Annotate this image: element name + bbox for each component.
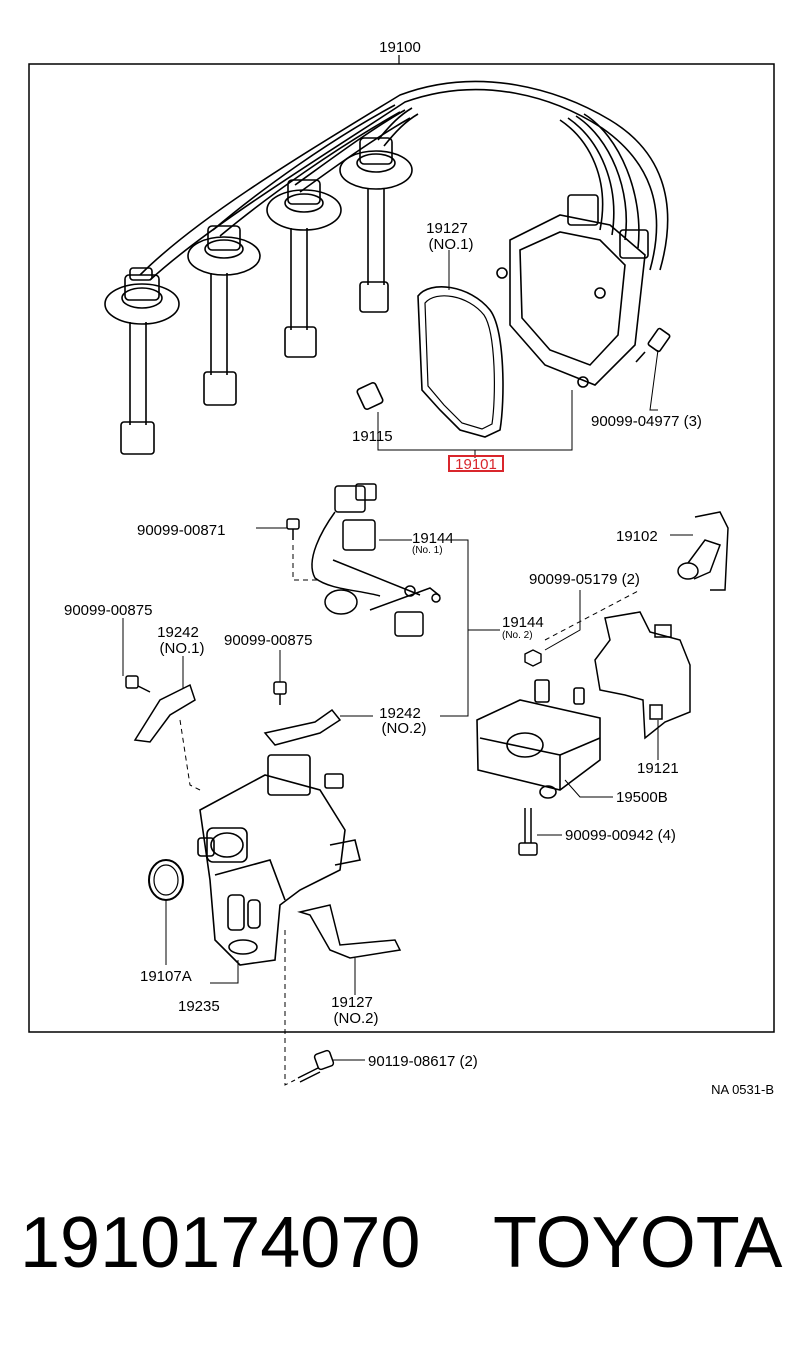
label-19235: 19235 (178, 998, 220, 1015)
part-number: 1910174070 (20, 1203, 421, 1283)
gasket-no2 (297, 904, 402, 959)
label-19500b: 19500B (616, 789, 668, 806)
label-19121: 19121 (637, 760, 679, 777)
label-19127-no2-suffix: (NO.2) (334, 1010, 379, 1027)
label-19242-no1: 19242 (157, 624, 199, 641)
label-19242-no2: 19242 (379, 705, 421, 722)
label-90099-05179: 90099-05179 (2) (529, 571, 640, 588)
label-19107a: 19107A (140, 968, 192, 985)
label-19115: 19115 (352, 428, 393, 445)
label-19101-highlighted[interactable]: 19101 (455, 456, 497, 473)
harness-bolt (256, 518, 300, 540)
sensor-harness (311, 483, 441, 637)
brand-name: TOYOTA (493, 1203, 783, 1283)
label-19102: 19102 (616, 528, 658, 545)
label-19144-no1-suffix: (No. 1) (412, 545, 443, 556)
label-19127-no1-suffix: (NO.1) (429, 236, 474, 253)
ignition-wire-set (104, 80, 669, 455)
coil-bolt (518, 808, 562, 856)
label-19144-no1: 19144 (412, 530, 454, 547)
rotor (356, 381, 384, 411)
label-90099-00875-b: 90099-00875 (224, 632, 312, 649)
label-19242-no1-suffix: (NO.1) (160, 640, 205, 657)
bracket-no2 (263, 708, 342, 746)
label-90099-00871: 90099-00871 (137, 522, 225, 539)
cap-screw (635, 327, 671, 363)
label-90099-00942: 90099-00942 (4) (565, 827, 676, 844)
label-90099-04977: 90099-04977 (3) (591, 413, 702, 430)
bracket-nut (524, 649, 542, 667)
ignition-coil (476, 679, 601, 799)
coil-bracket (594, 511, 729, 740)
label-19127-no1: 19127 (426, 220, 468, 237)
label-19242-no2-suffix: (NO.2) (382, 720, 427, 737)
label-90119-08617: 90119-08617 (2) (368, 1053, 478, 1070)
cap-gasket (417, 286, 504, 438)
distributor-cap (496, 194, 649, 388)
diagram-frame (28, 63, 775, 1033)
bracket-bolt (273, 681, 287, 705)
highlight-box (448, 455, 504, 472)
label-19144-no2-suffix: (No. 2) (502, 630, 533, 641)
label-19127-no2: 19127 (331, 994, 373, 1011)
label-19144-no2: 19144 (502, 614, 544, 631)
diagram-reference-code: NA 0531-B (711, 1082, 774, 1097)
distributor-housing (197, 754, 361, 966)
bracket-no1 (125, 675, 196, 743)
label-90099-00875-a: 90099-00875 (64, 602, 152, 619)
label-19100: 19100 (379, 39, 421, 56)
housing-bolt (297, 1049, 365, 1083)
